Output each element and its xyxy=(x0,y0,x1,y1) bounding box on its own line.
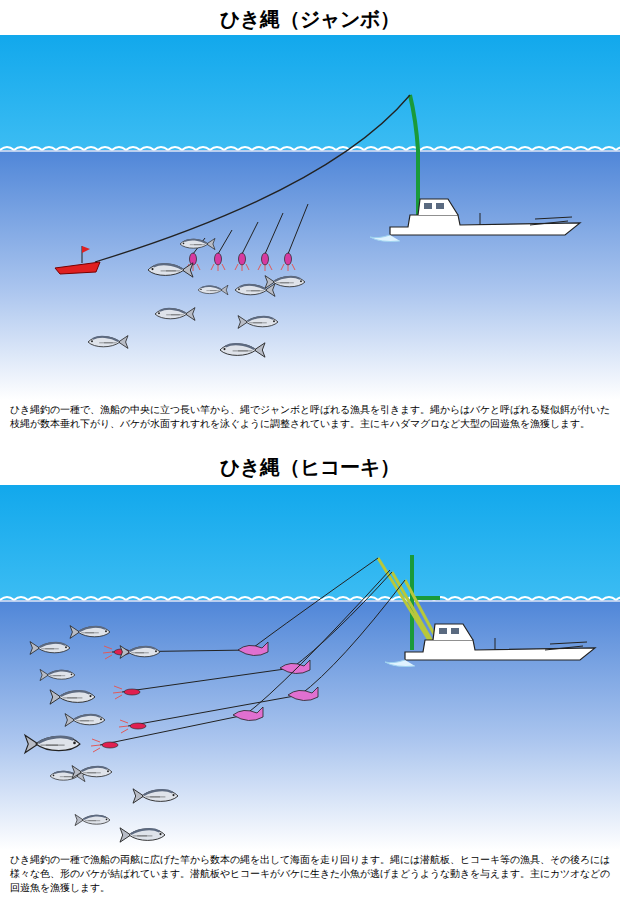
description-text: ひき縄釣の一種で、漁船の中央に立つ長い竿から、縄でジャンボと呼ばれる漁具を引きま… xyxy=(10,403,610,431)
panel-hikoki xyxy=(0,485,620,850)
panel-jumbo xyxy=(0,35,620,400)
section-title: ひき縄（ヒコーキ） xyxy=(0,454,620,481)
description-text: ひき縄釣の一種で漁船の両舷に広げた竿から数本の縄を出して海面を走り回ります。縄に… xyxy=(10,853,610,895)
section-title: ひき縄（ジャンボ） xyxy=(0,6,620,33)
